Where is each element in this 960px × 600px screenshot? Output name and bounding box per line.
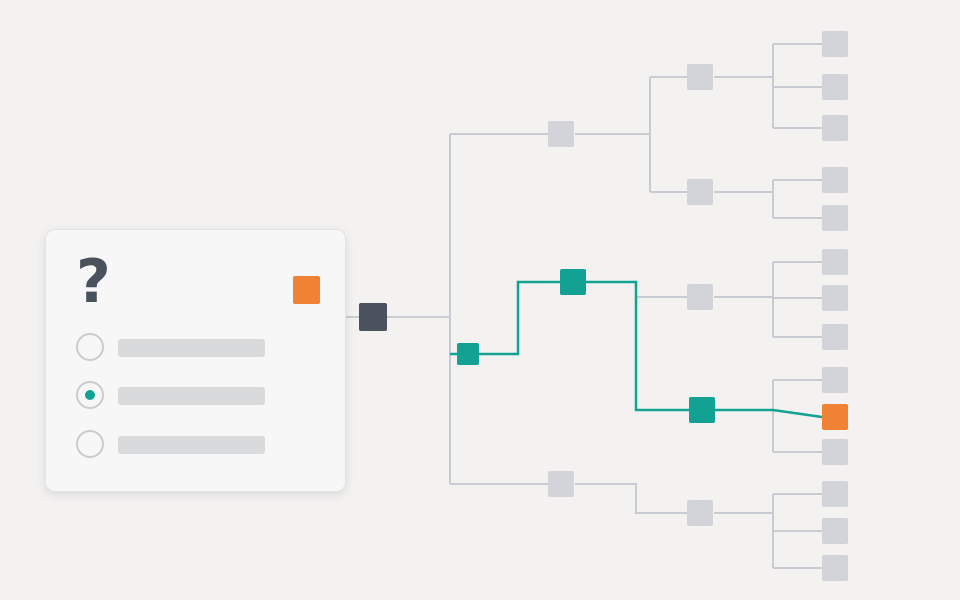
radio-dot <box>85 439 95 449</box>
leaf-node[interactable] <box>822 518 848 544</box>
answer-placeholder <box>118 339 265 357</box>
leaf-node[interactable] <box>822 205 848 231</box>
leaf-node[interactable] <box>822 285 848 311</box>
radio-button[interactable] <box>76 381 104 409</box>
tree-node[interactable] <box>548 121 574 147</box>
path-node[interactable] <box>457 343 479 365</box>
leaf-node[interactable] <box>822 167 848 193</box>
answer-placeholder <box>118 387 265 405</box>
answer-option-1[interactable] <box>76 333 266 363</box>
leaf-node[interactable] <box>822 367 848 393</box>
tree-node[interactable] <box>687 64 713 90</box>
path-node[interactable] <box>560 269 586 295</box>
root-node[interactable] <box>359 303 387 331</box>
tree-edge <box>575 483 687 514</box>
tree-node[interactable] <box>687 284 713 310</box>
leaf-node[interactable] <box>822 555 848 581</box>
tree-node[interactable] <box>548 471 574 497</box>
leaf-node[interactable] <box>822 249 848 275</box>
tree-node[interactable] <box>687 500 713 526</box>
leaf-node[interactable] <box>822 115 848 141</box>
answer-option-2[interactable] <box>76 381 266 411</box>
tree-node[interactable] <box>687 179 713 205</box>
highlighted-path <box>450 280 823 419</box>
radio-dot <box>85 390 95 400</box>
question-mark-icon: ? <box>76 247 111 317</box>
path-node[interactable] <box>689 397 715 423</box>
radio-dot <box>85 342 95 352</box>
answer-option-3[interactable] <box>76 430 266 460</box>
target-leaf-node[interactable] <box>822 404 848 430</box>
leaf-node[interactable] <box>822 439 848 465</box>
leaf-node[interactable] <box>822 31 848 57</box>
leaf-node[interactable] <box>822 324 848 350</box>
leaf-node[interactable] <box>822 481 848 507</box>
leaf-node[interactable] <box>822 74 848 100</box>
target-marker <box>293 276 320 304</box>
radio-button[interactable] <box>76 430 104 458</box>
answer-placeholder <box>118 436 265 454</box>
radio-button[interactable] <box>76 333 104 361</box>
